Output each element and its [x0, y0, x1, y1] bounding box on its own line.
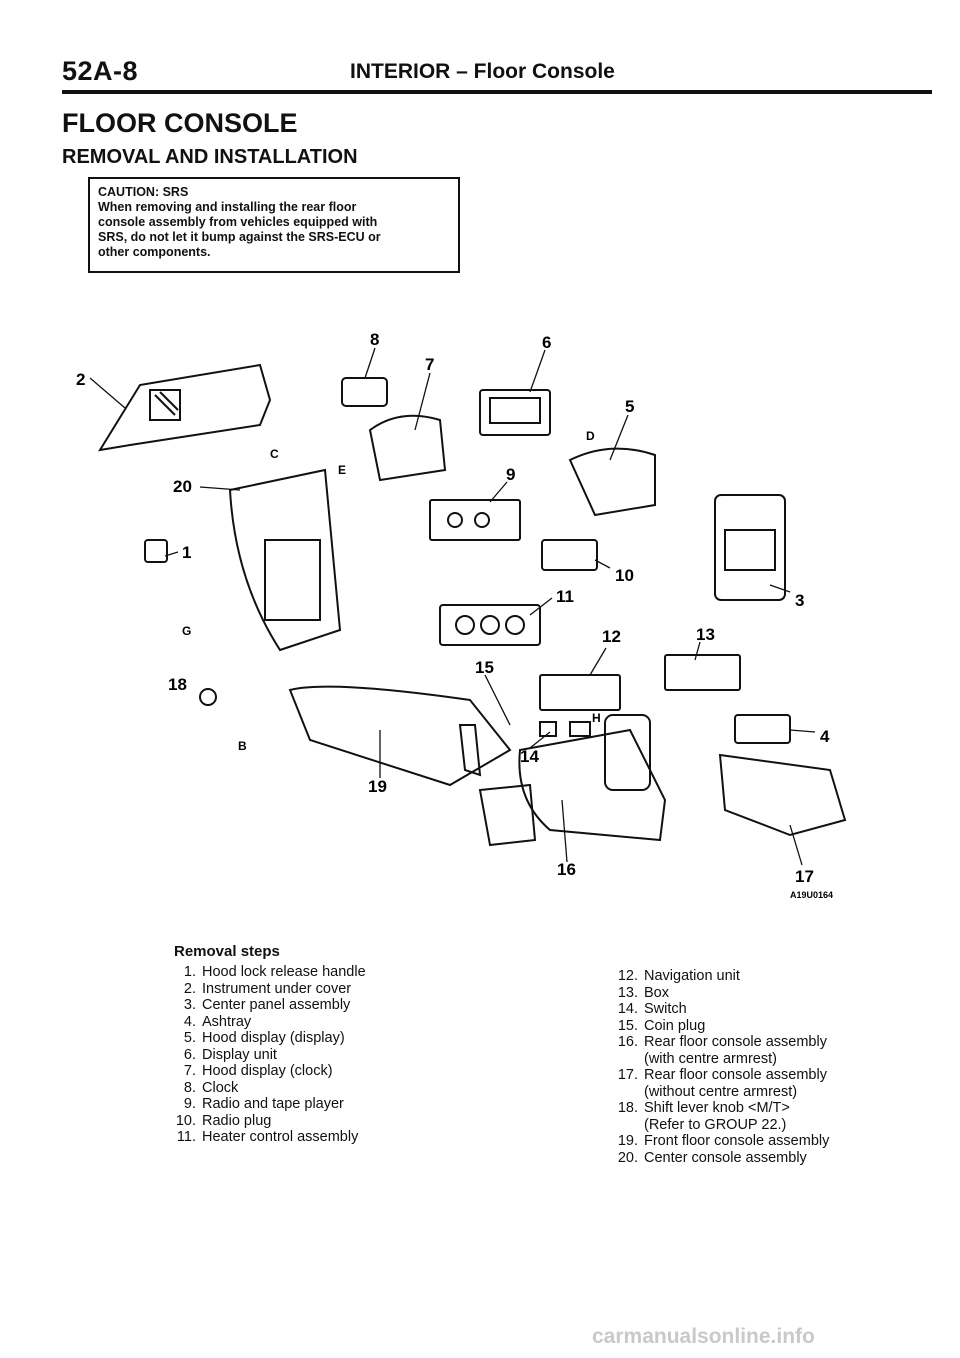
step-item-continuation: 0.(Refer to GROUP 22.)	[644, 1116, 787, 1133]
fastener-D: D	[586, 429, 595, 443]
step-item: 17.Rear floor console assembly	[617, 1067, 827, 1083]
step-item: 6.Display unit	[183, 1046, 277, 1063]
callout-12: 12	[602, 627, 621, 646]
callout-4: 4	[820, 727, 830, 746]
part-hood-lock-handle	[144, 539, 168, 563]
step-item-continuation: 0.(with centre armrest)	[644, 1050, 777, 1067]
part-coin-plug	[539, 721, 557, 737]
caution-line: other components.	[98, 245, 211, 259]
callout-14: 14	[520, 747, 539, 766]
callout-20: 20	[173, 477, 192, 496]
step-item: 12.Navigation unit	[617, 968, 740, 984]
part-box	[664, 654, 741, 691]
step-item-continuation: 0.(without centre armrest)	[644, 1083, 798, 1100]
step-item: 20.Center console assembly	[617, 1149, 807, 1166]
step-item: 19.Front floor console assembly	[617, 1133, 830, 1149]
part-hood-display	[568, 447, 656, 517]
caution-line: When removing and installing the rear fl…	[98, 200, 357, 214]
part-radio-tape-player	[429, 499, 521, 541]
part-center-panel-assembly	[714, 494, 786, 601]
part-center-console-assembly	[228, 468, 342, 652]
caution-line: SRS, do not let it bump against the SRS-…	[98, 230, 381, 244]
figure-id: A19U0164	[790, 890, 833, 900]
step-item: 14.Switch	[617, 1001, 687, 1017]
page-subtitle: REMOVAL AND INSTALLATION	[62, 146, 358, 168]
watermark: carmanualsonline.info	[592, 1325, 815, 1348]
callout-1: 1	[182, 543, 191, 562]
part-shift-knob	[199, 688, 217, 706]
fastener-G: G	[182, 624, 191, 638]
caution-line: console assembly from vehicles equipped …	[98, 215, 378, 229]
fastener-B: B	[238, 739, 247, 753]
removal-steps-right: 12.Navigation unit 13.Box 14.Switch 15.C…	[610, 968, 830, 1166]
callout-16: 16	[557, 860, 576, 879]
callout-7: 7	[425, 355, 434, 374]
page-number: 52A-8	[62, 56, 139, 86]
step-item: 9.Radio and tape player	[183, 1096, 344, 1112]
part-front-floor-console	[288, 685, 512, 787]
part-ashtray	[734, 714, 791, 744]
callout-8: 8	[370, 330, 379, 349]
fastener-H: H	[592, 711, 601, 725]
part-radio-plug	[541, 539, 598, 571]
part-rear-floor-console-armrest	[518, 728, 667, 842]
part-rear-floor-console	[718, 753, 847, 837]
callout-6: 6	[542, 333, 551, 352]
callout-3: 3	[795, 591, 804, 610]
section-title: INTERIOR – Floor Console	[350, 60, 615, 83]
step-item: 1.Hood lock release handle	[183, 964, 366, 980]
fastener-C: C	[270, 447, 279, 461]
removal-steps-title: Removal steps	[174, 943, 280, 960]
step-item: 13.Box	[617, 984, 669, 1001]
exploded-parts-diagram: 1 2 3 4 5 6 7 8 9 10 11 12 13 14 15 16 1…	[76, 330, 847, 900]
part-heater-control	[439, 604, 541, 646]
callout-11: 11	[556, 587, 574, 606]
callout-10: 10	[615, 566, 634, 585]
part-instrument-under-cover	[97, 363, 272, 452]
part-hood-display-clock	[368, 414, 447, 482]
removal-steps-left: 1.Hood lock release handle 2.Instrument …	[168, 964, 366, 1146]
page-title: FLOOR CONSOLE	[62, 108, 298, 138]
caution-line: CAUTION: SRS	[98, 185, 189, 199]
part-display-unit	[479, 389, 551, 436]
step-item: 11.Heater control assembly	[176, 1129, 359, 1145]
step-item: 5.Hood display (display)	[183, 1030, 345, 1046]
fastener-E: E	[338, 463, 346, 477]
callout-19: 19	[368, 777, 387, 796]
step-item: 2.Instrument under cover	[183, 980, 352, 997]
callout-15: 15	[475, 658, 494, 677]
callout-18: 18	[168, 675, 187, 694]
step-item: 10.Radio plug	[175, 1112, 272, 1129]
part-navigation-unit	[539, 674, 621, 711]
step-item: 15.Coin plug	[617, 1017, 706, 1034]
callout-13: 13	[696, 625, 715, 644]
callout-9: 9	[506, 465, 515, 484]
step-item: 18.Shift lever knob <M/T>	[617, 1100, 790, 1116]
callout-2: 2	[76, 370, 85, 389]
caution-box: CAUTION: SRS When removing and installin…	[88, 177, 460, 273]
step-item: 8.Clock	[183, 1079, 239, 1096]
step-item: 16.Rear floor console assembly	[617, 1034, 827, 1050]
callout-17: 17	[795, 867, 814, 886]
step-item: 4.Ashtray	[183, 1013, 252, 1030]
header-rule	[62, 90, 932, 94]
step-item: 7.Hood display (clock)	[183, 1063, 333, 1079]
part-switch	[569, 721, 591, 737]
step-item: 3.Center panel assembly	[183, 997, 351, 1013]
part-clock	[341, 377, 388, 407]
callout-5: 5	[625, 397, 634, 416]
